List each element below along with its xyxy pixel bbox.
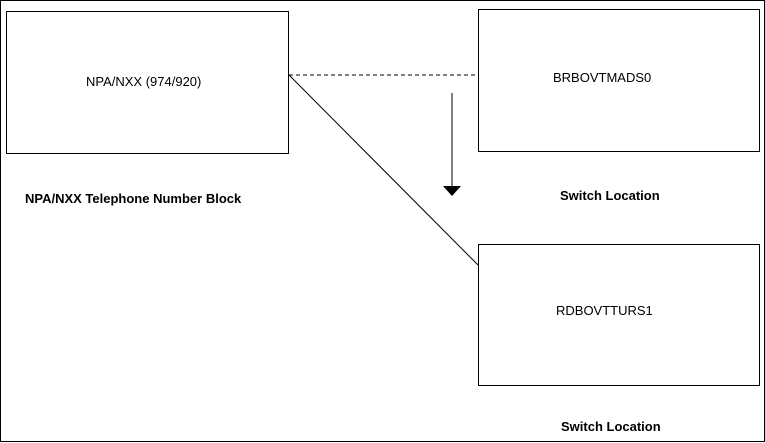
npa-block-caption: NPA/NXX Telephone Number Block <box>25 191 242 206</box>
arrow-down-icon <box>443 186 461 196</box>
switch-box-brbovtmads0: BRBOVTMADS0 <box>478 9 760 152</box>
solid-link-to-rdbovtturs1 <box>288 74 479 266</box>
switch-location-caption-bottom: Switch Location <box>561 419 661 434</box>
switch-label-rdbovtturs1: RDBOVTTURS1 <box>556 303 653 318</box>
switch-box-rdbovtturs1: RDBOVTTURS1 <box>478 244 760 386</box>
switch-location-caption-top: Switch Location <box>560 188 660 203</box>
switch-label-brbovtmads0: BRBOVTMADS0 <box>553 70 652 85</box>
npa-nxx-block-label: NPA/NXX (974/920) <box>86 74 202 89</box>
npa-nxx-block-box: NPA/NXX (974/920) <box>6 11 289 154</box>
